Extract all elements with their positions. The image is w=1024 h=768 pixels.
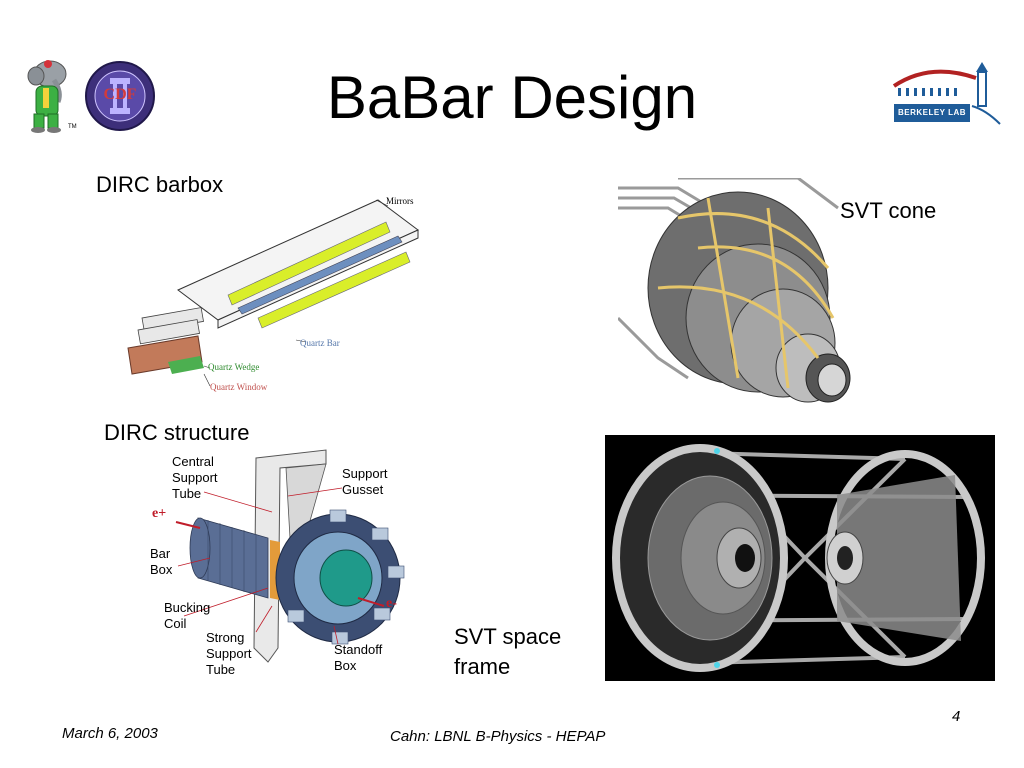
babar-logo: TM bbox=[24, 58, 80, 136]
central-support-tube-label-1: Central bbox=[172, 454, 214, 469]
bucking-coil-label-2: Coil bbox=[164, 616, 187, 631]
dirc-structure-caption: DIRC structure bbox=[104, 420, 250, 445]
svt-cone-drawing bbox=[618, 178, 851, 403]
berkeley-lab-logo: BERKELEY LAB bbox=[890, 58, 1002, 130]
berkeley-lab-text: BERKELEY LAB bbox=[897, 108, 967, 117]
support-gusset-label-1: Support bbox=[342, 466, 388, 481]
slide-title: BaBar Design bbox=[326, 64, 698, 131]
e-minus-label: e- bbox=[386, 596, 397, 611]
svt-space-frame-caption-line1: SVT space bbox=[454, 624, 562, 649]
dirc-barbox-figure: Mirrors Quartz Bar Quartz Wedge Quartz W… bbox=[118, 190, 428, 400]
quartz-bar-label: Quartz Bar bbox=[300, 338, 340, 348]
central-support-tube-label-3: Tube bbox=[172, 486, 202, 501]
berkeley-lab-campanile-icon bbox=[892, 62, 1001, 125]
trademark-label: TM bbox=[68, 124, 77, 130]
cdf-logo: CDF bbox=[84, 60, 156, 132]
footer-center-text: Cahn: LBNL B-Physics - HEPAP bbox=[390, 728, 606, 745]
standoff-box-label-2: Box bbox=[334, 658, 357, 673]
strong-support-tube-label-3: Tube bbox=[206, 662, 236, 677]
e-plus-label: e+ bbox=[152, 506, 167, 521]
cdf-logo-text: CDF bbox=[103, 86, 137, 103]
bucking-coil-label-1: Bucking bbox=[164, 600, 211, 615]
cdf-seal-icon bbox=[85, 61, 155, 131]
dirc-structure-figure: Central Support Tube Support Gusset e+ B… bbox=[148, 448, 412, 684]
quartz-wedge-label: Quartz Wedge bbox=[208, 362, 260, 372]
babar-elephant-icon bbox=[27, 60, 67, 133]
central-support-tube-label-2: Support bbox=[172, 470, 218, 485]
page-number: 4 bbox=[952, 708, 961, 725]
support-gusset-label-2: Gusset bbox=[342, 482, 384, 497]
bar-box-label-1: Bar bbox=[150, 546, 171, 561]
svt-space-frame-caption-line2: frame bbox=[454, 654, 511, 679]
mirrors-label: Mirrors bbox=[386, 196, 414, 206]
svt-cone-caption: SVT cone bbox=[840, 198, 937, 223]
svt-space-frame-drawing bbox=[612, 444, 985, 672]
svt-cone-figure bbox=[618, 178, 870, 416]
dirc-barbox-drawing bbox=[127, 199, 419, 387]
dirc-barbox-caption: DIRC barbox bbox=[96, 172, 224, 197]
standoff-box-label-1: Standoff bbox=[334, 642, 383, 657]
svt-space-frame-figure bbox=[605, 435, 995, 681]
footer-date: March 6, 2003 bbox=[62, 725, 158, 742]
strong-support-tube-label-2: Support bbox=[206, 646, 252, 661]
dirc-structure-drawing bbox=[175, 449, 405, 663]
strong-support-tube-label-1: Strong bbox=[206, 630, 245, 645]
bar-box-label-2: Box bbox=[150, 562, 173, 577]
quartz-window-label: Quartz Window bbox=[210, 382, 268, 392]
